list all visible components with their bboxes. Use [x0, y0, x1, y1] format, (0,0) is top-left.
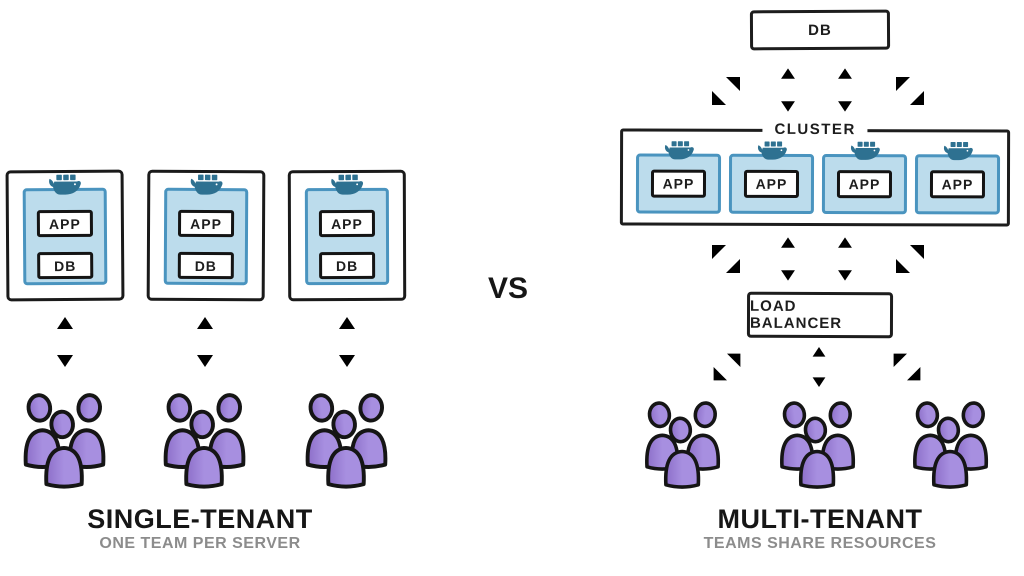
team-icon	[23, 391, 106, 489]
cluster-box: CLUSTER APP APP APP APP	[619, 120, 1011, 227]
double-arrow-diagonal-icon	[712, 245, 740, 273]
app-label: APP	[190, 215, 222, 232]
single-tenant-server-3: APP DB	[287, 169, 407, 302]
docker-container: APP	[728, 141, 815, 214]
docker-whale-icon	[850, 141, 880, 160]
app-box: APP	[836, 170, 893, 199]
double-arrow-diagonal-icon	[713, 353, 741, 381]
load-balancer-box: LOAD BALANCER	[746, 291, 894, 339]
db-label: DB	[808, 21, 832, 39]
team-icon	[645, 400, 721, 489]
app-box: APP	[743, 169, 800, 198]
docker-whale-icon	[943, 141, 973, 161]
docker-whale-icon	[664, 141, 694, 160]
db-box: DB	[749, 9, 891, 51]
single-tenant-title: SINGLE-TENANT	[87, 504, 313, 534]
docker-whale-icon	[49, 174, 81, 195]
double-arrow-vertical-icon	[57, 317, 73, 367]
docker-whale-icon	[190, 174, 223, 195]
docker-container: APP DB	[304, 174, 390, 286]
double-arrow-vertical-icon	[197, 317, 213, 367]
multi-tenant-title: MULTI-TENANT	[717, 504, 923, 534]
single-tenant-server-1: APP DB	[5, 169, 125, 302]
docker-container: APP DB	[22, 174, 108, 286]
db-box: DB	[37, 251, 94, 280]
docker-container: APP	[635, 141, 722, 214]
load-balancer-label: LOAD BALANCER	[749, 297, 843, 333]
double-arrow-vertical-icon	[781, 68, 795, 112]
db-box: DB	[319, 251, 376, 280]
docker-container: APP DB	[163, 174, 249, 286]
app-box: APP	[177, 209, 235, 238]
docker-container: APP	[821, 141, 908, 215]
double-arrow-vertical-icon	[781, 237, 795, 281]
db-label: DB	[194, 257, 217, 274]
team-icon	[913, 400, 989, 489]
app-label: APP	[941, 176, 974, 193]
db-label: DB	[54, 257, 77, 274]
team-icon	[780, 400, 856, 489]
app-label: APP	[662, 175, 695, 192]
app-box: APP	[650, 169, 707, 198]
app-box: APP	[36, 209, 94, 238]
single-tenant-server-2: APP DB	[146, 169, 266, 302]
app-label: APP	[755, 175, 788, 192]
double-arrow-diagonal-icon	[896, 245, 924, 273]
double-arrow-vertical-icon	[339, 317, 355, 367]
app-label: APP	[48, 215, 81, 232]
db-box: DB	[177, 251, 234, 280]
app-box: APP	[929, 170, 986, 199]
app-label: APP	[848, 176, 881, 193]
double-arrow-vertical-icon	[838, 237, 852, 281]
db-label: DB	[335, 257, 359, 274]
double-arrow-diagonal-icon	[896, 77, 924, 105]
docker-whale-icon	[331, 174, 364, 195]
double-arrow-diagonal-icon	[893, 353, 921, 381]
team-icon	[163, 391, 246, 489]
docker-whale-icon	[757, 141, 787, 160]
app-label: APP	[331, 215, 363, 232]
cluster-label: CLUSTER	[762, 120, 868, 139]
double-arrow-diagonal-icon	[712, 77, 740, 105]
single-tenant-subtitle: ONE TEAM PER SERVER	[99, 535, 301, 552]
double-arrow-vertical-icon	[838, 68, 852, 112]
docker-container: APP	[914, 141, 1001, 215]
app-box: APP	[318, 209, 376, 238]
vs-label: VS	[487, 272, 529, 305]
team-icon	[305, 391, 388, 489]
double-arrow-vertical-icon	[812, 347, 826, 387]
multi-tenant-subtitle: TEAMS SHARE RESOURCES	[703, 535, 937, 552]
